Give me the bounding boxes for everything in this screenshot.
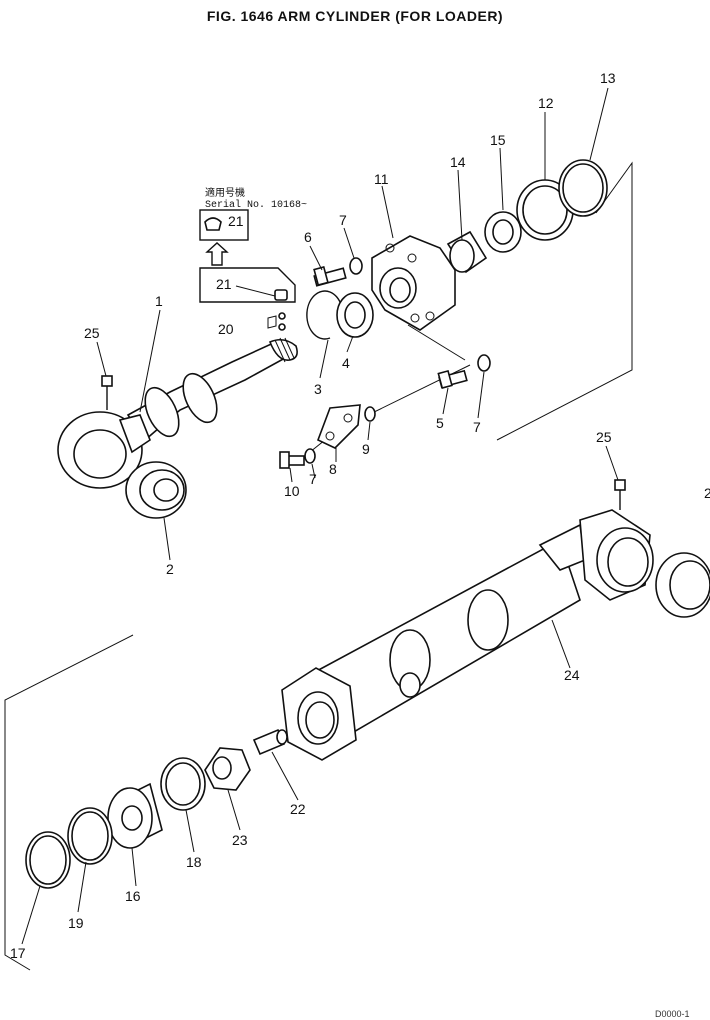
parts-3-4 bbox=[306, 290, 374, 340]
callout-24: 24 bbox=[564, 667, 580, 683]
part-1-piston-rod bbox=[57, 337, 298, 489]
figure-title: FIG. 1646 ARM CYLINDER (FOR LOADER) bbox=[206, 8, 504, 24]
drawing-code: D0000-1 bbox=[655, 1009, 690, 1019]
callout-numbers: 1 25 2 3 4 6 7 11 14 15 12 13 5 7 9 8 7 … bbox=[10, 70, 710, 961]
callout-8: 8 bbox=[329, 461, 337, 477]
callout-21-old: 21 bbox=[216, 276, 232, 292]
callout-25-left: 25 bbox=[84, 325, 100, 341]
part-2-bushing-rod bbox=[125, 461, 187, 519]
callout-3: 3 bbox=[314, 381, 322, 397]
callout-17: 17 bbox=[10, 945, 26, 961]
parts-6-7 bbox=[313, 257, 363, 287]
callout-10: 10 bbox=[284, 483, 300, 499]
callout-16: 16 bbox=[125, 888, 141, 904]
callout-5: 5 bbox=[436, 415, 444, 431]
parts-16-17-18-19 bbox=[25, 757, 206, 889]
callout-6: 6 bbox=[304, 229, 312, 245]
part-2-bushing-bottom bbox=[655, 552, 710, 618]
part-20 bbox=[267, 312, 286, 331]
callout-18: 18 bbox=[186, 854, 202, 870]
callout-20: 20 bbox=[218, 321, 234, 337]
callout-7-low: 7 bbox=[309, 471, 317, 487]
callout-7-right: 7 bbox=[473, 419, 481, 435]
callout-14: 14 bbox=[450, 154, 466, 170]
callout-2-left: 2 bbox=[166, 561, 174, 577]
part-11-cylinder-head bbox=[371, 235, 456, 331]
callout-15: 15 bbox=[490, 132, 506, 148]
parts-8-9-10 bbox=[279, 404, 376, 469]
callout-23: 23 bbox=[232, 832, 248, 848]
serial-number: Serial No. 10168~ bbox=[205, 199, 307, 211]
serial-japanese-label: 適用号機 bbox=[205, 186, 245, 200]
callout-7-top: 7 bbox=[339, 212, 347, 228]
parts-5-7-right bbox=[437, 354, 491, 390]
callout-22: 22 bbox=[290, 801, 306, 817]
part-24-cylinder-tube bbox=[281, 479, 654, 761]
callout-12: 12 bbox=[538, 95, 554, 111]
leader-lines bbox=[21, 87, 619, 945]
callout-1: 1 bbox=[155, 293, 163, 309]
callout-19: 19 bbox=[68, 915, 84, 931]
callout-25-right: 25 bbox=[596, 429, 612, 445]
callout-2-right: 2 bbox=[704, 485, 710, 501]
serial-note: 適用号機 Serial No. 10168~ 21 21 bbox=[199, 186, 307, 303]
parts-12-13-14-15 bbox=[446, 159, 608, 274]
parts-22-23 bbox=[204, 728, 288, 791]
callout-13: 13 bbox=[600, 70, 616, 86]
callout-4: 4 bbox=[342, 355, 350, 371]
callout-21-new: 21 bbox=[228, 213, 244, 229]
callout-9: 9 bbox=[362, 441, 370, 457]
callout-11: 11 bbox=[374, 171, 389, 187]
